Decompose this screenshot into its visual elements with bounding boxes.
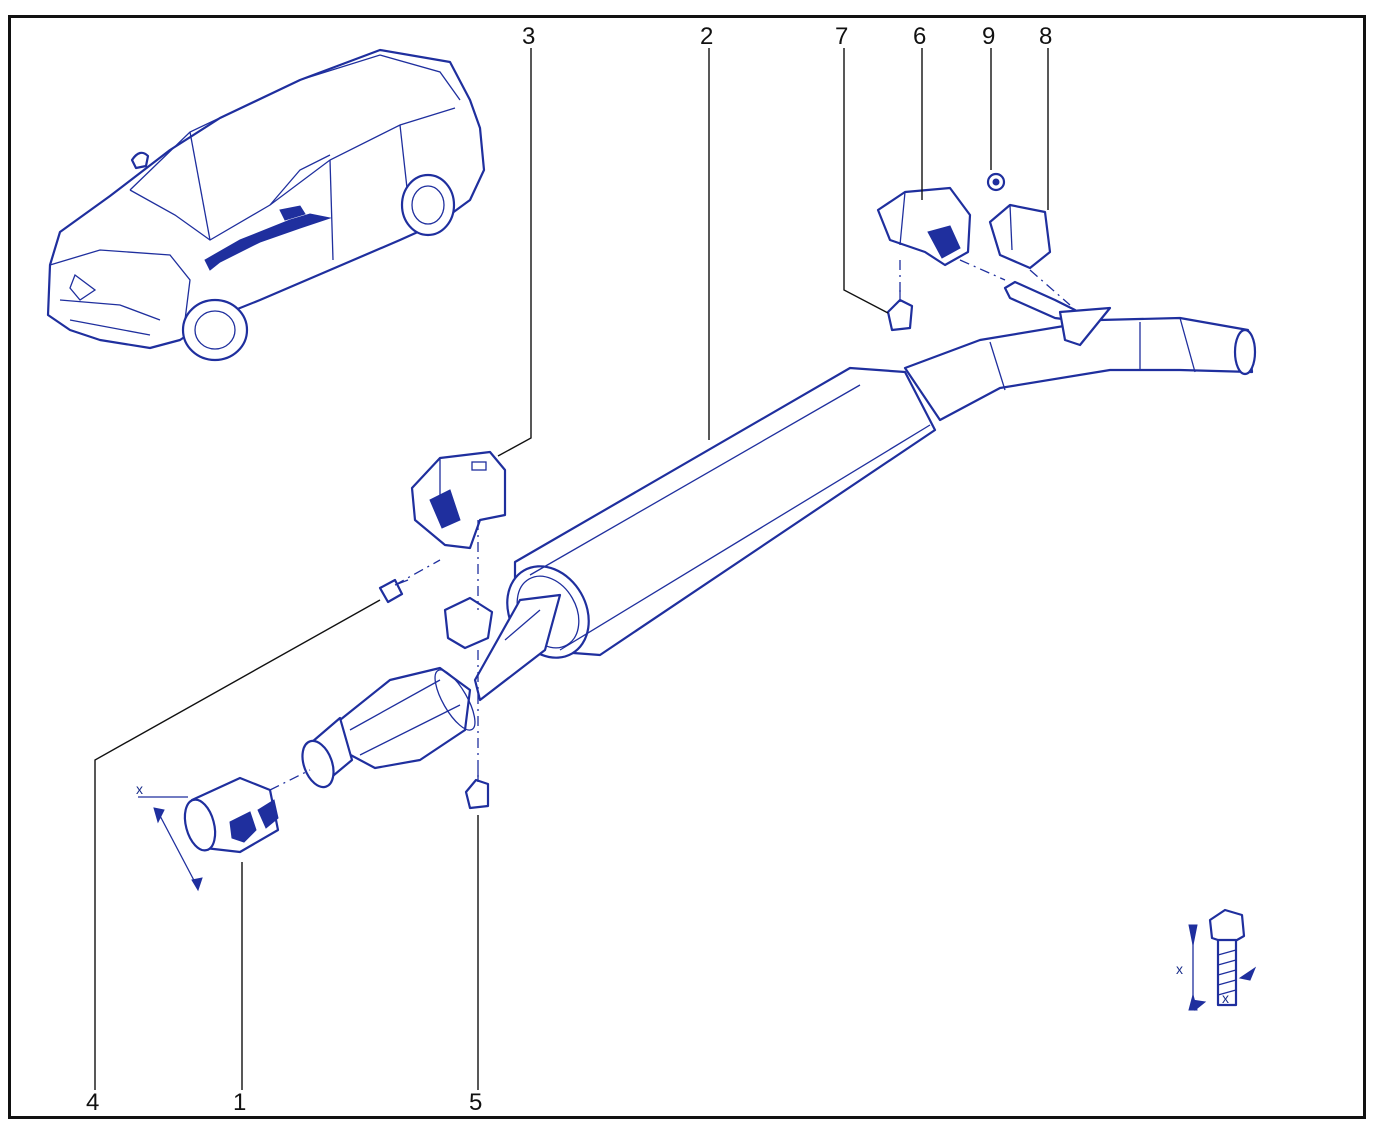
bolt-dim-x-horizontal: x: [1222, 990, 1229, 1006]
bracket-part-8: [988, 203, 1112, 347]
exhaust-assembly: [301, 316, 1257, 789]
callout-9: 9: [982, 23, 995, 50]
callout-5: 5: [469, 1089, 482, 1116]
bolt-dimension-detail: x x: [1176, 908, 1257, 1011]
bracket-part-3: [394, 450, 507, 780]
bolt-part-4: [378, 578, 409, 604]
car-thumbnail: [46, 48, 486, 362]
clamp-part-1: [183, 769, 311, 854]
callout-7: 7: [835, 23, 848, 50]
bolt-dim-x-vertical: x: [1176, 961, 1183, 977]
clamp-dimension: x: [136, 781, 203, 892]
callout-1: 1: [233, 1089, 246, 1116]
bolt-part-7: [886, 260, 914, 332]
callout-6: 6: [913, 23, 926, 50]
callout-3: 3: [522, 23, 535, 50]
bolt-part-5: [464, 770, 490, 810]
callout-8: 8: [1039, 23, 1052, 50]
callout-4: 4: [86, 1089, 99, 1116]
callout-2: 2: [700, 23, 713, 50]
leader-lines: [94, 48, 1049, 1090]
callouts: 1 2 3 4 5 6 7 8 9: [86, 23, 1052, 1116]
clamp-dim-x: x: [136, 781, 143, 797]
hanger-part-6: [876, 186, 1006, 281]
nut-part-9: [986, 172, 1006, 192]
